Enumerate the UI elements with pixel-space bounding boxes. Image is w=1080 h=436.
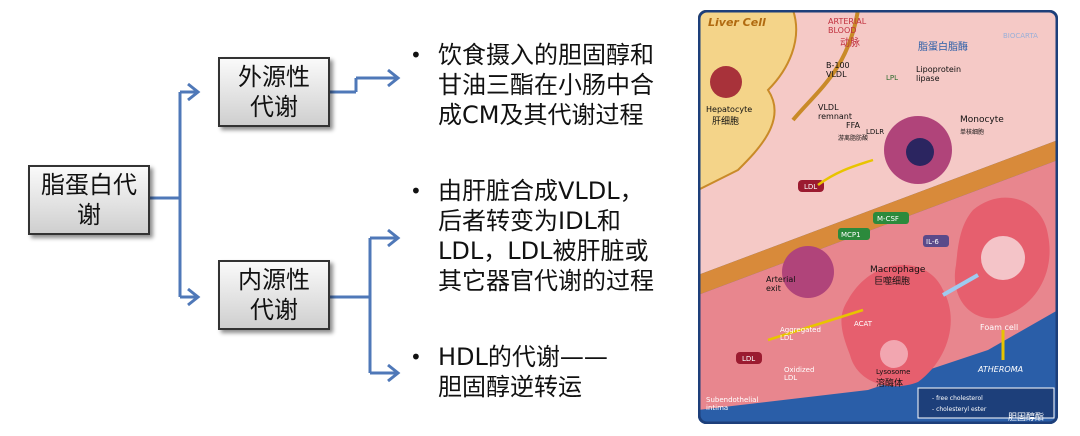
arrowhead-endo-bullet-1 [387,228,401,248]
root-node-label: 脂蛋白代 谢 [41,171,137,229]
macrophage-label: Macrophage [870,265,926,275]
lpl-label: LPL [886,74,898,82]
arrowhead-endo-bullet-2 [387,363,401,383]
foam-cell-arrow [942,273,979,297]
hepatocyte-cn-label: 肝细胞 [712,115,739,127]
mcsf-label-box [873,212,909,224]
monocyte-label: Monocyte [960,115,1004,125]
bullet-hdl: • HDL的代谢—— 胆固醇逆转运 [410,342,690,406]
atheroma-label: ATHEROMA [977,365,1023,374]
monocyte-nucleus [906,138,934,166]
bullet-exogenous: • 饮食摄入的胆固醇和 甘油三酯在小肠中合 成CM及其代谢过程 [410,40,690,140]
ffa-label: FFA [846,121,860,130]
arterial-exit-cell [782,246,834,298]
hepatic-vessel-wall [791,10,860,122]
corner-cn-label: 胆固醇酯 [1008,411,1044,423]
branch-node-endogenous: 内源性 代谢 [218,260,330,330]
ldlr-label: LDLR [866,128,884,136]
bullet-vldl: • 由肝脏合成VLDL， 后者转变为IDL和 LDL，LDL被肝脏或 其它器官代… [410,176,695,300]
branch-node-exogenous: 外源性 代谢 [218,57,330,127]
foam-cell-lipid-droplet [981,236,1025,280]
yellow-arrow [817,158,874,187]
bullet-text: 饮食摄入的胆固醇和 甘油三酯在小肠中合 成CM及其代谢过程 [438,41,654,129]
yellow-arrow [767,308,864,342]
lysosome-icon [880,340,908,368]
arterial-blood-region [698,10,1058,275]
monocyte-cn-label: 单核细胞 [960,128,984,136]
lpl-cn-label: 脂蛋白脂酶 [918,40,968,53]
lysosome-cn-label: 溶酶体 [876,377,903,389]
bullet-text: HDL的代谢—— 胆固醇逆转运 [438,343,608,401]
connector-tree [150,68,401,383]
bullet-marker: • [410,345,422,369]
il6-label: IL-6 [926,238,939,246]
il6-label-box [923,235,949,247]
mcp1-label-box [838,228,870,240]
acat-label: ACAT [854,320,873,328]
bullet-marker: • [410,179,422,203]
arrowhead-endo [187,287,201,307]
arrowhead-exo [187,82,201,102]
branch-node-label: 外源性 代谢 [238,63,310,121]
branch-node-label: 内源性 代谢 [238,266,310,324]
legend-free-cholesterol: - free cholesterol [932,395,983,402]
arterial-blood-cn-label: 动脉 [840,36,860,49]
lysosome-label: Lysosome [876,368,910,376]
legend-cholesteryl-ester: - cholesteryl ester [932,406,987,413]
liver-cell-label: Liver Cell [708,16,766,29]
hepatocyte-label: Hepatocyte [706,105,752,114]
brand-label: BIOCARTA [1003,32,1038,40]
macrophage-cn-label: 巨噬细胞 [874,275,910,287]
bullet-text: 由肝脏合成VLDL， 后者转变为IDL和 LDL，LDL被肝脏或 其它器官代谢的… [438,177,654,295]
root-node-lipoprotein-metabolism: 脂蛋白代 谢 [28,165,150,235]
ldl-particle [798,180,824,192]
mcp1-label: MCP1 [841,231,861,239]
hepatocyte-nucleus [710,66,742,98]
bullet-marker: • [410,43,422,67]
ldl-particle [736,352,762,364]
macrophage-cell [841,264,951,387]
legend-box [917,387,1055,419]
liver-cell [698,10,798,192]
illustration-border [698,10,1058,424]
ldl-label: LDL [804,183,817,191]
mcsf-label: M-CSF [877,215,899,223]
ldl-label: LDL [742,355,755,363]
ffa-cn-label: 游离脂肪酸 [838,134,868,142]
foam-cell-label: Foam cell [980,323,1018,332]
arrowhead-exo-bullet [387,68,401,88]
